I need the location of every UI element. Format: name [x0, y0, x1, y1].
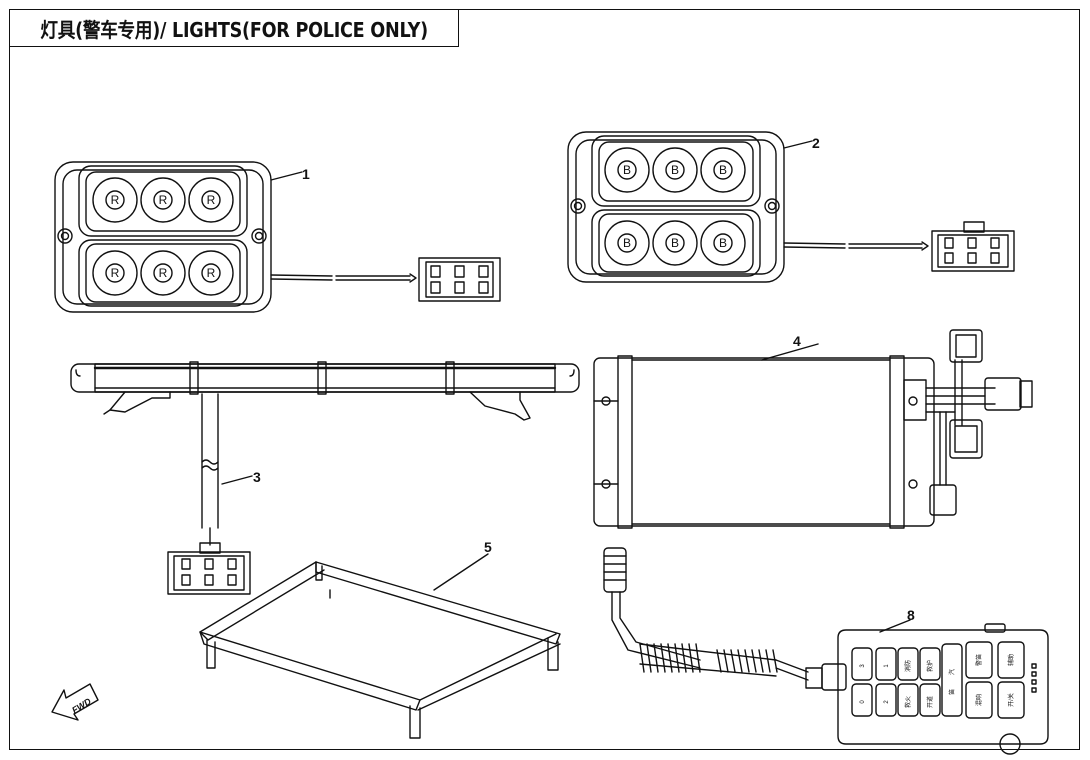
callout-8: 8: [907, 607, 915, 623]
lens-letter: B: [719, 236, 727, 250]
controller-button-label: 开道: [926, 696, 934, 708]
lens: R: [188, 177, 234, 223]
callout-4: 4: [793, 333, 801, 349]
controller-button-label: 救护: [926, 660, 934, 672]
title-box: 灯具(警车专用)/ LIGHTS(FOR POLICE ONLY): [9, 9, 459, 47]
callout-3: 3: [253, 469, 261, 485]
callout-5: 5: [484, 539, 492, 555]
light-bar: 3: [70, 361, 580, 595]
controller-button[interactable]: 混响: [965, 681, 993, 719]
lens: B: [604, 220, 650, 266]
lens-letter: R: [207, 266, 216, 280]
controller-button[interactable]: 0: [851, 683, 873, 717]
lens-letter: R: [159, 266, 168, 280]
controller-button-label: 警笛: [975, 654, 983, 666]
controller-button[interactable]: 救火: [897, 683, 919, 717]
lens-letter: B: [671, 163, 679, 177]
lens-letter: R: [207, 193, 216, 207]
controller-button[interactable]: 2: [875, 683, 897, 717]
lens-letter: B: [623, 236, 631, 250]
lens-letter: R: [111, 193, 120, 207]
lens: R: [140, 177, 186, 223]
controller-button-label: 开/关: [1007, 693, 1015, 707]
fwd-arrow: FWD: [51, 683, 99, 721]
controller-button-label: 0: [860, 700, 866, 704]
lens-letter: B: [671, 236, 679, 250]
controller-button[interactable]: 1: [875, 647, 897, 681]
controller-button[interactable]: 警笛: [965, 641, 993, 679]
lens: B: [652, 220, 698, 266]
horn-label-top: 汽: [948, 669, 956, 675]
controller-button[interactable]: 开道: [919, 683, 941, 717]
lens: B: [652, 147, 698, 193]
fwd-label: FWD: [70, 696, 93, 716]
controller-button[interactable]: 辅助: [997, 641, 1025, 679]
controller-button-label: 3: [860, 664, 866, 668]
led-indicators: [1031, 663, 1037, 693]
controller-button-label: 救火: [904, 696, 912, 708]
page-title: 灯具(警车专用)/ LIGHTS(FOR POLICE ONLY): [40, 17, 428, 42]
controller-button-label: 辅助: [1007, 654, 1015, 666]
lens: B: [700, 147, 746, 193]
horn-button[interactable]: 汽笛: [941, 643, 963, 717]
lens: B: [700, 220, 746, 266]
mounting-frame: 5: [199, 539, 561, 739]
siren-amplifier: 4: [593, 329, 1033, 529]
lens-letter: R: [111, 266, 120, 280]
connector-pins-2: [944, 237, 1000, 264]
controller-button-label: 1: [884, 664, 890, 668]
controller-button[interactable]: 3: [851, 647, 873, 681]
callout-1: 1: [302, 166, 310, 182]
controller-button-label: 消防: [904, 660, 912, 672]
controller-button-label: 2: [884, 700, 890, 704]
lens-letter: B: [623, 163, 631, 177]
connector-pins-3: [181, 558, 237, 586]
lens: R: [92, 177, 138, 223]
lamp-module-blue: B B B B B B 2: [567, 131, 1015, 283]
connector-pins-1: [430, 265, 489, 294]
callout-2: 2: [812, 135, 820, 151]
lamp-module-red: R R R R R R 1: [54, 161, 501, 313]
controller-button-label: 混响: [975, 694, 983, 706]
lens: R: [140, 250, 186, 296]
controller-button[interactable]: 消防: [897, 647, 919, 681]
coiled-cord: [639, 643, 778, 677]
lens-letter: B: [719, 163, 727, 177]
drawing-frame: [9, 9, 1080, 750]
lens: R: [188, 250, 234, 296]
controller-button[interactable]: 救护: [919, 647, 941, 681]
horn-label-bottom: 笛: [948, 689, 956, 695]
lens: B: [604, 147, 650, 193]
controller-button[interactable]: 开/关: [997, 681, 1025, 719]
lens-letter: R: [159, 193, 168, 207]
lens: R: [92, 250, 138, 296]
